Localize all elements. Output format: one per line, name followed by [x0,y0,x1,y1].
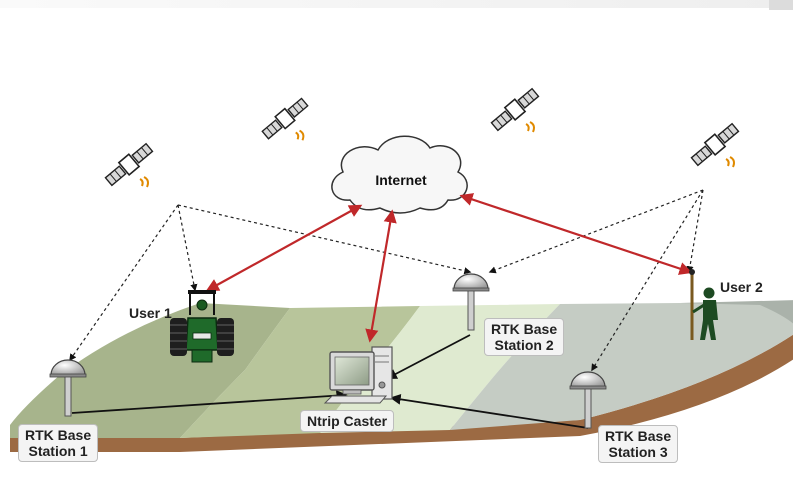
correction-links [71,334,589,429]
top-strip [0,0,793,8]
computer-icon [323,346,393,404]
user-1-label: User 1 [129,305,172,321]
surveyor-icon [689,269,718,340]
base-station-3-label: RTK Base Station 3 [598,425,679,463]
tractor-icon [170,290,234,363]
internet-label: Internet [375,172,427,188]
satellite-icon [688,120,742,169]
base-station-2-label: RTK Base Station 2 [484,318,565,356]
satellite-icon [488,85,542,134]
ntrip-caster-label: Ntrip Caster [300,410,395,432]
top-strip-corner [769,0,793,10]
satellite-icon [259,95,311,142]
field-ridge [680,300,793,324]
user-2-label: User 2 [720,279,763,295]
satellite-icon [102,140,156,189]
field-dark-strip [180,306,420,438]
soil-edge [10,334,793,452]
internet-links [205,193,693,343]
base-station-1-label: RTK Base Station 1 [18,424,99,462]
